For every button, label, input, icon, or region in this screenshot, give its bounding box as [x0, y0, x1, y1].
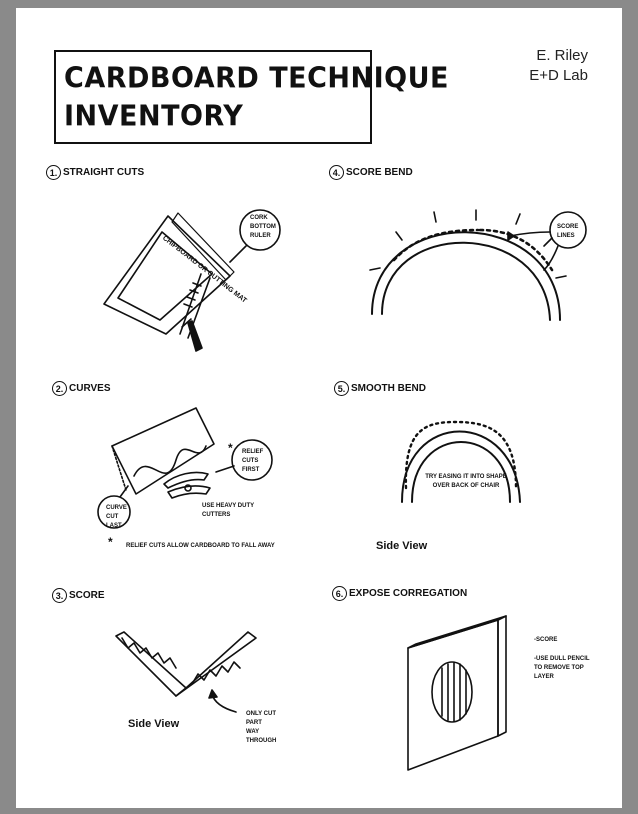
- note-line: ONLY CUT: [246, 711, 277, 717]
- page-title-line2: INVENTORY: [64, 100, 244, 133]
- worksheet-page: CARDBOARD TECHNIQUE INVENTORY E. Riley E…: [16, 8, 622, 808]
- lab-name: E+D Lab: [529, 67, 588, 84]
- note-line: OVER BACK OF CHAIR: [432, 483, 500, 489]
- section-label: SCORE: [69, 590, 105, 601]
- score-bend-sketch: [369, 209, 587, 321]
- note-expose-score: -SCORE: [534, 637, 558, 643]
- note-expose-pencil: -USE DULL PENCIL TO REMOVE TOP LAYER: [534, 655, 590, 682]
- straight-cuts-sketch: [103, 209, 281, 352]
- note-line: LAYER: [534, 674, 554, 680]
- asterisk-mark: *: [228, 441, 233, 455]
- author-block: E. Riley E+D Lab: [529, 46, 588, 86]
- section-expose-corregation-title: 6. EXPOSE CORREGATION: [332, 586, 467, 601]
- section-label: SMOOTH BEND: [351, 383, 426, 394]
- section-label: SCORE BEND: [346, 167, 413, 178]
- asterisk-mark: *: [108, 535, 113, 549]
- section-number: 3.: [52, 588, 67, 603]
- section-score-title: 3. SCORE: [52, 588, 105, 603]
- note-line: LAST: [106, 523, 122, 529]
- section-label: CURVES: [69, 383, 111, 394]
- note-relief-footnote: RELIEF CUTS ALLOW CARDBOARD TO FALL AWAY: [126, 543, 275, 549]
- note-line: CORK: [250, 215, 268, 221]
- note-line: PART: [246, 720, 262, 726]
- note-score-lines: SCORE LINES: [557, 223, 578, 241]
- illustrations: [97, 209, 587, 771]
- section-curves-title: 2. CURVES: [52, 381, 111, 396]
- smooth-bend-sketch: [401, 420, 521, 503]
- note-line: SCORE: [557, 224, 579, 230]
- note-curve-last: CURVE CUT LAST: [106, 504, 127, 531]
- section-number: 1.: [46, 165, 61, 180]
- section-number: 4.: [329, 165, 344, 180]
- section-label: STRAIGHT CUTS: [63, 167, 145, 178]
- expose-corregation-sketch: [407, 615, 507, 771]
- note-relief-first: RELIEF CUTS FIRST: [242, 448, 263, 475]
- note-line: FIRST: [242, 467, 260, 473]
- note-line: THROUGH: [246, 738, 277, 744]
- note-line: CURVE: [106, 505, 127, 511]
- note-line: LINES: [557, 233, 575, 239]
- note-cork-ruler: CORK BOTTOM RULER: [250, 214, 276, 241]
- section-score-bend-title: 4. SCORE BEND: [329, 165, 413, 180]
- section-straight-cuts-title: 1. STRAIGHT CUTS: [46, 165, 144, 180]
- note-line: CUT: [106, 514, 119, 520]
- note-line: CUTS: [242, 458, 259, 464]
- score-sketch: [115, 631, 257, 713]
- smooth-bend-side-view-label: Side View: [376, 540, 428, 552]
- note-easing: TRY EASING IT INTO SHAPE OVER BACK OF CH…: [416, 473, 516, 491]
- section-number: 6.: [332, 586, 347, 601]
- note-only-cut: ONLY CUT PART WAY THROUGH: [246, 710, 276, 746]
- note-line: CUTTERS: [202, 512, 231, 518]
- author-name: E. Riley: [536, 47, 588, 64]
- note-line: TRY EASING IT INTO SHAPE: [425, 474, 507, 480]
- note-line: TO REMOVE TOP: [534, 665, 584, 671]
- note-line: RELIEF: [242, 449, 264, 455]
- section-smooth-bend-title: 5. SMOOTH BEND: [334, 381, 426, 396]
- note-line: RULER: [250, 233, 271, 239]
- section-number: 5.: [334, 381, 349, 396]
- curves-sketch: [97, 407, 273, 529]
- note-heavy-cutters: USE HEAVY DUTY CUTTERS: [202, 502, 254, 520]
- score-side-view-label: Side View: [128, 718, 180, 730]
- note-line: BOTTOM: [250, 224, 276, 230]
- note-line: USE HEAVY DUTY: [202, 503, 255, 509]
- section-label: EXPOSE CORREGATION: [349, 588, 468, 599]
- section-number: 2.: [52, 381, 67, 396]
- note-line: -USE DULL PENCIL: [534, 656, 590, 662]
- note-line: WAY: [246, 729, 260, 735]
